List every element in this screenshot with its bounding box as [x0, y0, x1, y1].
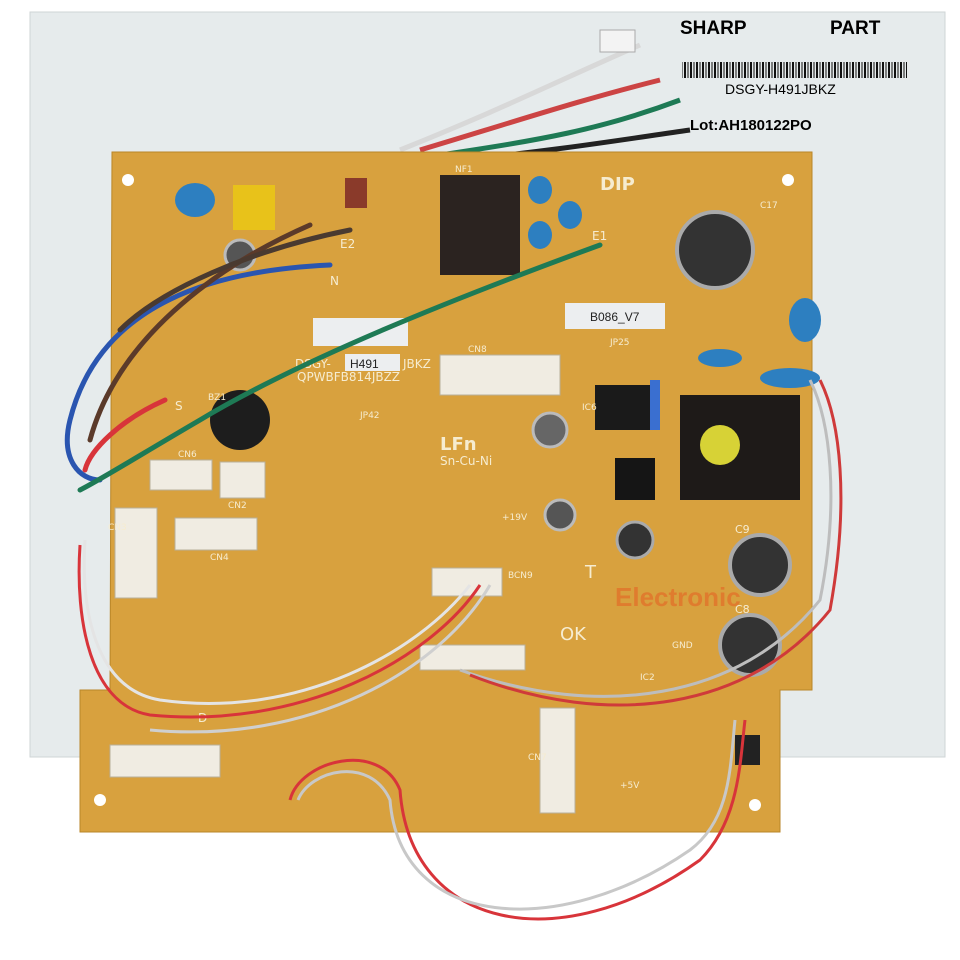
electrolytic-capacitor — [615, 520, 655, 560]
transformer-coil — [700, 425, 740, 465]
sticker-part: PART — [830, 18, 881, 39]
pwb-code: QPWBFB814JBZZ — [297, 370, 400, 384]
connector-cn6 — [149, 459, 213, 491]
svg-text:OK: OK — [560, 624, 587, 645]
electrolytic-capacitor-c17 — [675, 210, 755, 290]
regulator-ic6 — [595, 385, 655, 430]
mount-hole — [782, 174, 794, 186]
tact-switch — [735, 735, 760, 765]
model-mid: H491 — [350, 357, 379, 371]
version-sticker — [565, 303, 665, 329]
svg-text:CN2: CN2 — [228, 501, 247, 511]
svg-text:IC6: IC6 — [582, 403, 597, 413]
svg-text:S: S — [175, 399, 183, 413]
solder-alloy: Sn-Cu-Ni — [440, 454, 492, 468]
connector-cn8 — [439, 354, 561, 396]
svg-text:CN4: CN4 — [210, 553, 229, 563]
connector-cn7 — [539, 707, 576, 814]
svg-text:GND: GND — [672, 641, 693, 651]
mount-hole — [749, 799, 761, 811]
barcode — [682, 62, 907, 78]
mount-hole — [122, 174, 134, 186]
svg-text:T: T — [584, 562, 597, 583]
svg-text:NF1: NF1 — [455, 165, 473, 175]
watermark: Electronic — [615, 582, 741, 612]
connector-cn2 — [219, 461, 266, 499]
svg-text:E2: E2 — [340, 237, 355, 251]
ic-chip — [615, 458, 655, 500]
svg-text:C9: C9 — [735, 523, 750, 536]
connector-bcn9 — [431, 567, 503, 597]
lot-number: Lot:AH180122PO — [690, 117, 812, 134]
lead-free-mark: LFn — [440, 434, 477, 455]
svg-text:C17: C17 — [760, 201, 778, 211]
wire-harness — [64, 222, 603, 493]
filter-capacitors — [528, 176, 821, 388]
fuse — [345, 178, 367, 208]
svg-text:CN8: CN8 — [468, 345, 487, 355]
svg-text:BCN9: BCN9 — [508, 571, 533, 581]
electrolytic-capacitor — [531, 411, 569, 449]
line-filter — [440, 175, 520, 275]
sticker-brand: SHARP — [680, 18, 747, 39]
dip-label: DIP — [600, 174, 635, 195]
svg-text:JP25: JP25 — [609, 338, 630, 348]
model-sticker — [345, 354, 400, 371]
svg-text:+19V: +19V — [502, 513, 528, 523]
connector — [109, 744, 221, 778]
version-label: B086_V7 — [590, 310, 640, 324]
svg-text:BZ1: BZ1 — [208, 393, 226, 403]
silkscreen-labels: CN8 BCN9 CN6 CN2 CN4 CN3 CN7 NF1 E2 E1 N… — [108, 165, 778, 791]
electrolytic-capacitor — [543, 498, 577, 532]
varistor — [175, 183, 215, 217]
connector — [419, 644, 526, 671]
svg-text:CN7: CN7 — [528, 753, 547, 763]
terminal-connector — [599, 29, 636, 53]
yellow-capacitor — [233, 185, 275, 230]
svg-text:CN3: CN3 — [108, 523, 127, 533]
heatsink-clip — [650, 380, 660, 430]
connector-cn4 — [174, 517, 258, 551]
svg-text:N: N — [330, 274, 339, 288]
connector-cn3 — [114, 507, 158, 599]
model-suffix: JBKZ — [402, 357, 431, 371]
svg-text:JP42: JP42 — [359, 411, 380, 421]
electrolytic-capacitor-c9 — [728, 533, 792, 597]
svg-text:CN6: CN6 — [178, 450, 197, 460]
ribbon-wires — [77, 379, 843, 921]
top-wire-bundle — [399, 42, 691, 163]
mount-hole — [94, 794, 106, 806]
barcode-text: DSGY-H491JBKZ — [725, 81, 836, 97]
svg-text:C8: C8 — [735, 603, 750, 616]
svg-text:+5V: +5V — [620, 781, 640, 791]
svg-text:IC2: IC2 — [640, 673, 655, 683]
svg-text:E1: E1 — [592, 229, 607, 243]
transformer — [680, 395, 800, 500]
